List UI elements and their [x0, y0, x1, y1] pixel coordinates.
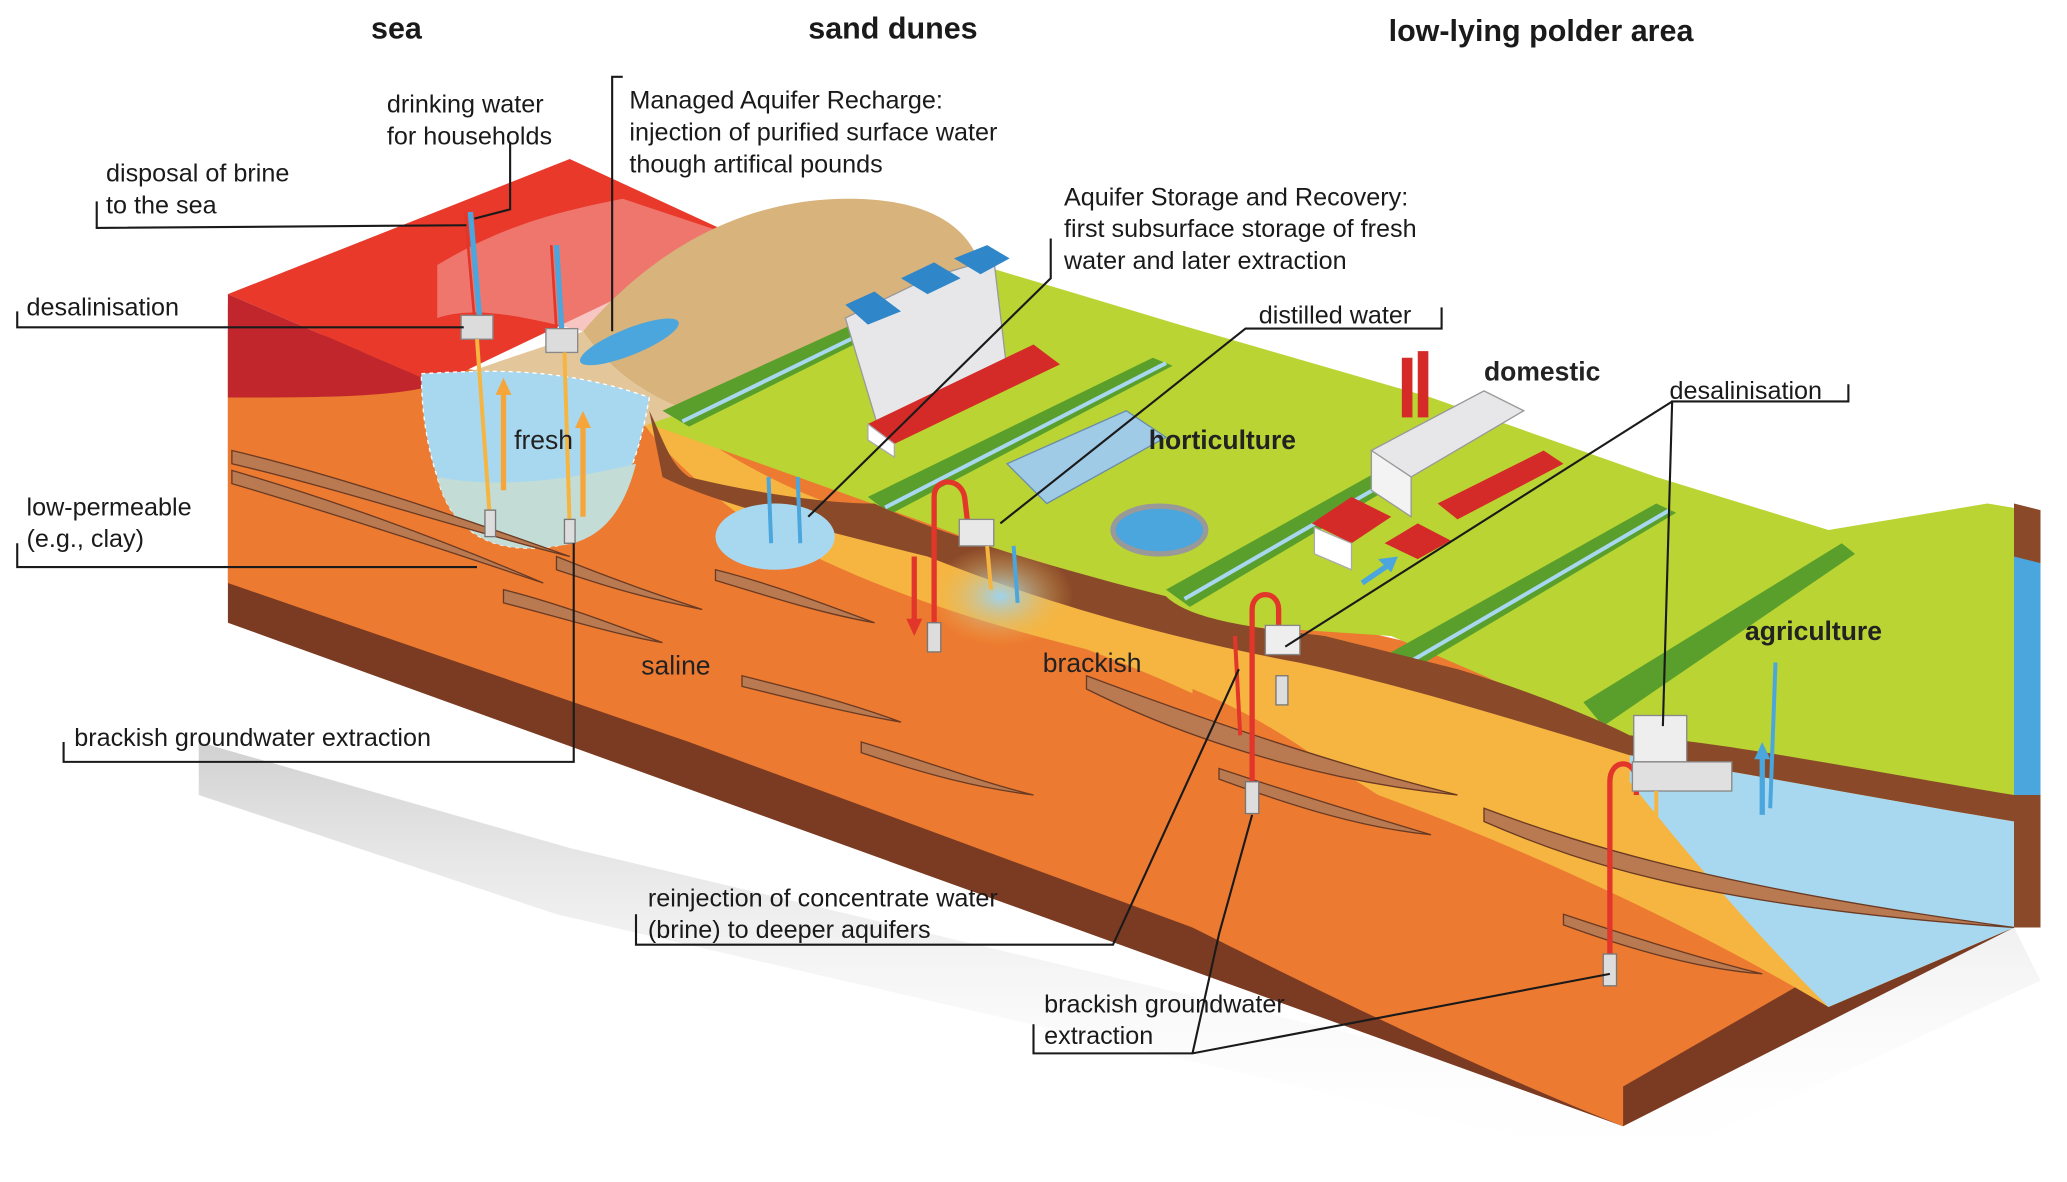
flow-arrows	[495, 377, 1771, 815]
callout-line: (brine) to deeper aquifers	[647, 916, 931, 945]
canal-4	[1400, 508, 1671, 669]
label-fresh: fresh	[514, 426, 574, 456]
callout-line: water and later extraction	[1063, 247, 1347, 276]
callout-line: first subsurface storage of fresh	[1063, 215, 1417, 244]
callout-line: to the sea	[106, 192, 217, 220]
callout-line: Managed Aquifer Recharge:	[629, 87, 943, 116]
asr-glow	[927, 545, 1074, 647]
leader-lines	[16, 75, 1850, 1055]
callout-line: for households	[386, 123, 553, 152]
callout-line: Aquifer Storage and Recovery:	[1063, 184, 1409, 212]
callout-managed-aquifer-recharge: Managed Aquifer Recharge: injection of p…	[629, 86, 997, 181]
callout-line: drinking water	[386, 91, 544, 120]
canal-2	[884, 361, 1167, 510]
label-domestic: domestic	[1484, 357, 1601, 387]
right-fresh-water	[1629, 755, 2015, 1008]
asr-water-bubble	[715, 503, 835, 570]
callout-desalinisation-right: desalinisation	[1669, 377, 1823, 406]
callout-disposal-brine: disposal of brine to the sea	[106, 159, 289, 223]
callout-distilled-water: distilled water	[1258, 302, 1412, 330]
zone-heading-polder: low-lying polder area	[1388, 13, 1694, 48]
callout-line: injection of purified surface water	[629, 119, 998, 148]
callout-line: disposal of brine	[106, 160, 290, 189]
callout-line: brackish groundwater	[1044, 991, 1285, 1019]
callout-brackish-extraction-right: brackish groundwater extraction	[1044, 990, 1285, 1054]
label-agriculture: agriculture	[1745, 617, 1882, 647]
callout-line: (e.g., clay)	[26, 526, 145, 554]
topsoil-edge	[649, 410, 2015, 822]
zone-heading-sand-dunes: sand dunes	[808, 10, 978, 46]
saline-layer	[227, 331, 2015, 1087]
dike-5	[1583, 543, 1856, 727]
label-saline: saline	[641, 651, 711, 682]
callout-low-permeable: low-permeable (e.g., clay)	[27, 493, 192, 557]
callout-desalinisation-left: desalinisation	[26, 294, 180, 322]
dike-4	[1384, 503, 1677, 674]
callout-drinking-water: drinking water for households	[387, 90, 552, 154]
label-brackish: brackish	[1042, 649, 1142, 679]
zone-heading-sea: sea	[371, 10, 422, 46]
sea-side	[227, 294, 438, 398]
label-horticulture: horticulture	[1148, 426, 1297, 456]
callout-brackish-extraction-left: brackish groundwater extraction	[74, 724, 432, 753]
right-side-water	[2014, 556, 2041, 795]
sand-dune	[583, 198, 1008, 411]
callout-line: though artifical pounds	[629, 151, 883, 179]
callout-aquifer-storage-recovery: Aquifer Storage and Recovery: first subs…	[1064, 183, 1417, 278]
infiltration-pond	[579, 318, 679, 366]
surf-foam	[437, 198, 742, 332]
callout-line: reinjection of concentrate water	[647, 885, 998, 913]
buildings	[844, 245, 1564, 571]
callout-reinjection: reinjection of concentrate water (brine)…	[648, 884, 998, 948]
callout-line: low-permeable	[26, 494, 192, 523]
callout-line: extraction	[1044, 1022, 1154, 1051]
wells	[460, 211, 1778, 987]
